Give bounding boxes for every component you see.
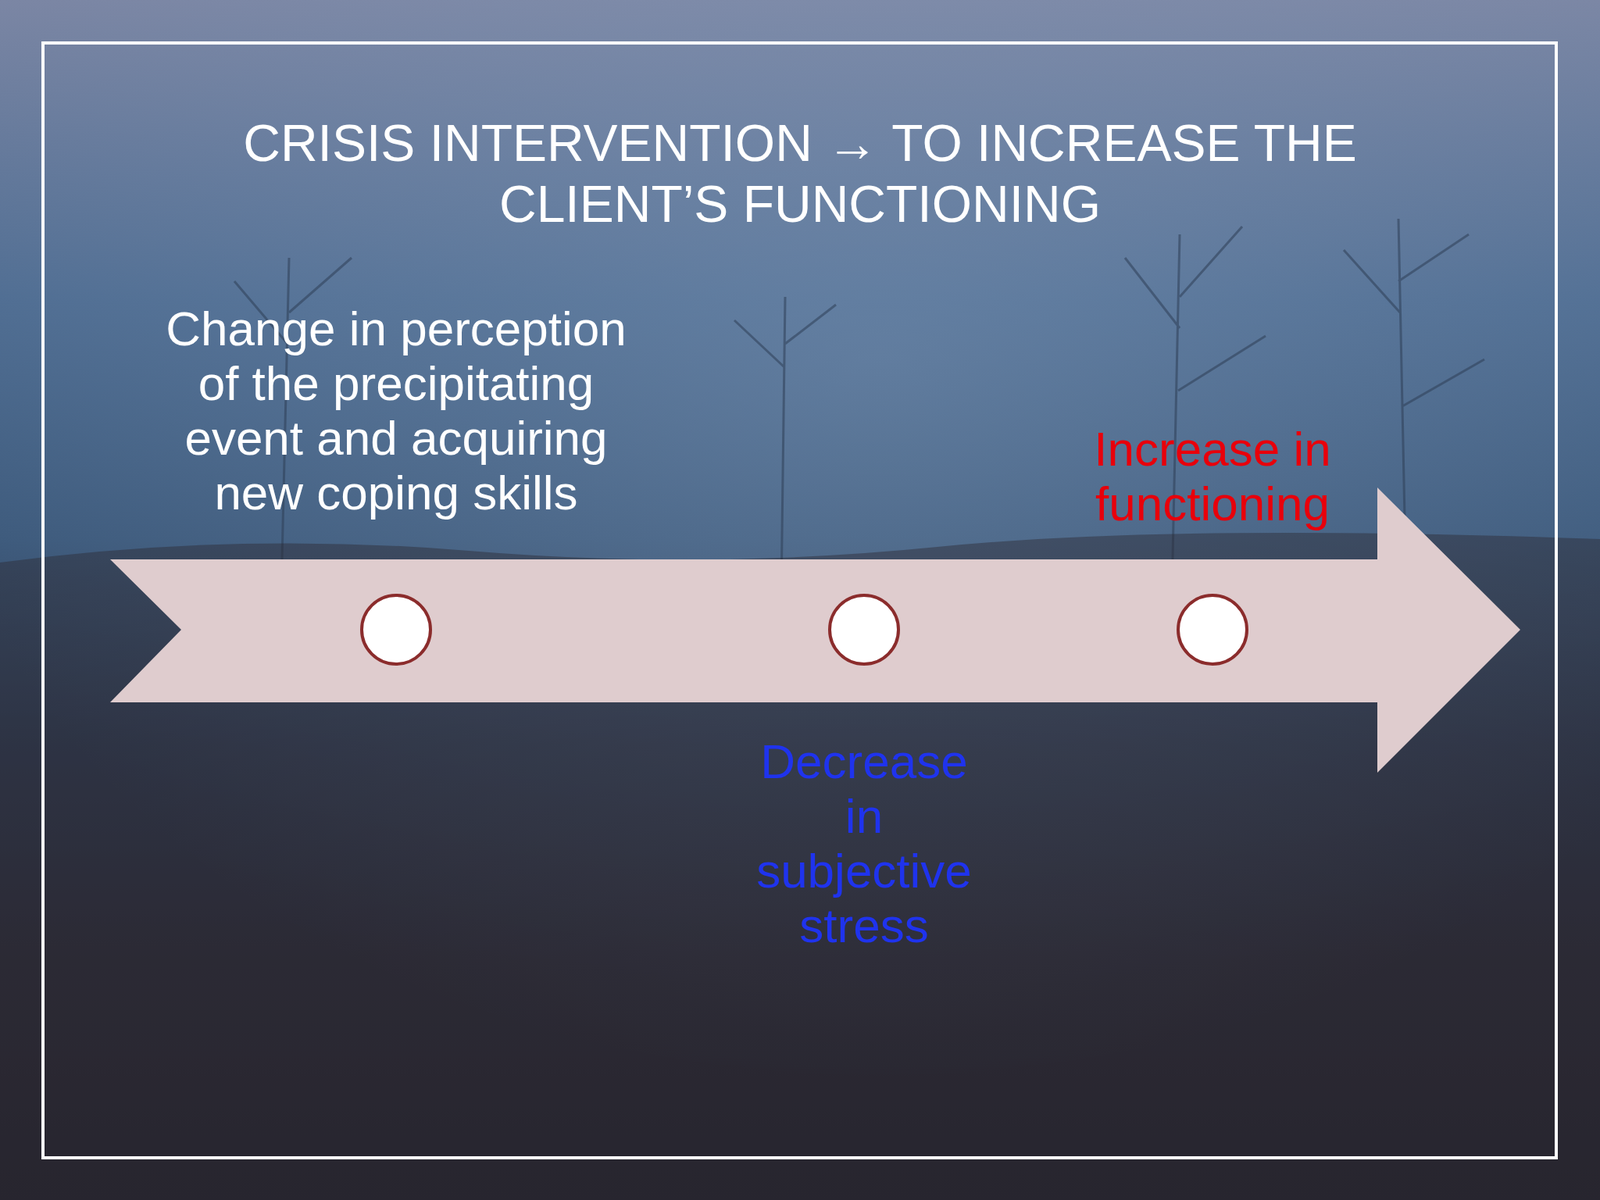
circle-marker — [360, 593, 433, 666]
circle-marker-shape — [361, 595, 431, 665]
timeline-point: Change in perception of the precipitatin… — [360, 593, 433, 666]
timeline-point: Decrease in subjective stress — [828, 593, 900, 666]
stage-label: Increase in functioning — [1071, 421, 1354, 532]
stage-label: Change in perception of the precipitatin… — [153, 301, 639, 521]
stage-label: Decrease in subjective stress — [746, 734, 982, 954]
circle-marker-shape — [829, 595, 899, 665]
circle-marker — [1176, 593, 1249, 666]
circle-marker-shape — [1178, 595, 1247, 665]
circle-marker — [828, 593, 900, 666]
frame-border — [42, 42, 1557, 1158]
timeline-point: Increase in functioning — [1176, 593, 1249, 666]
slide-title: CRISIS INTERVENTION → TO INCREASE THE CL… — [206, 112, 1394, 235]
